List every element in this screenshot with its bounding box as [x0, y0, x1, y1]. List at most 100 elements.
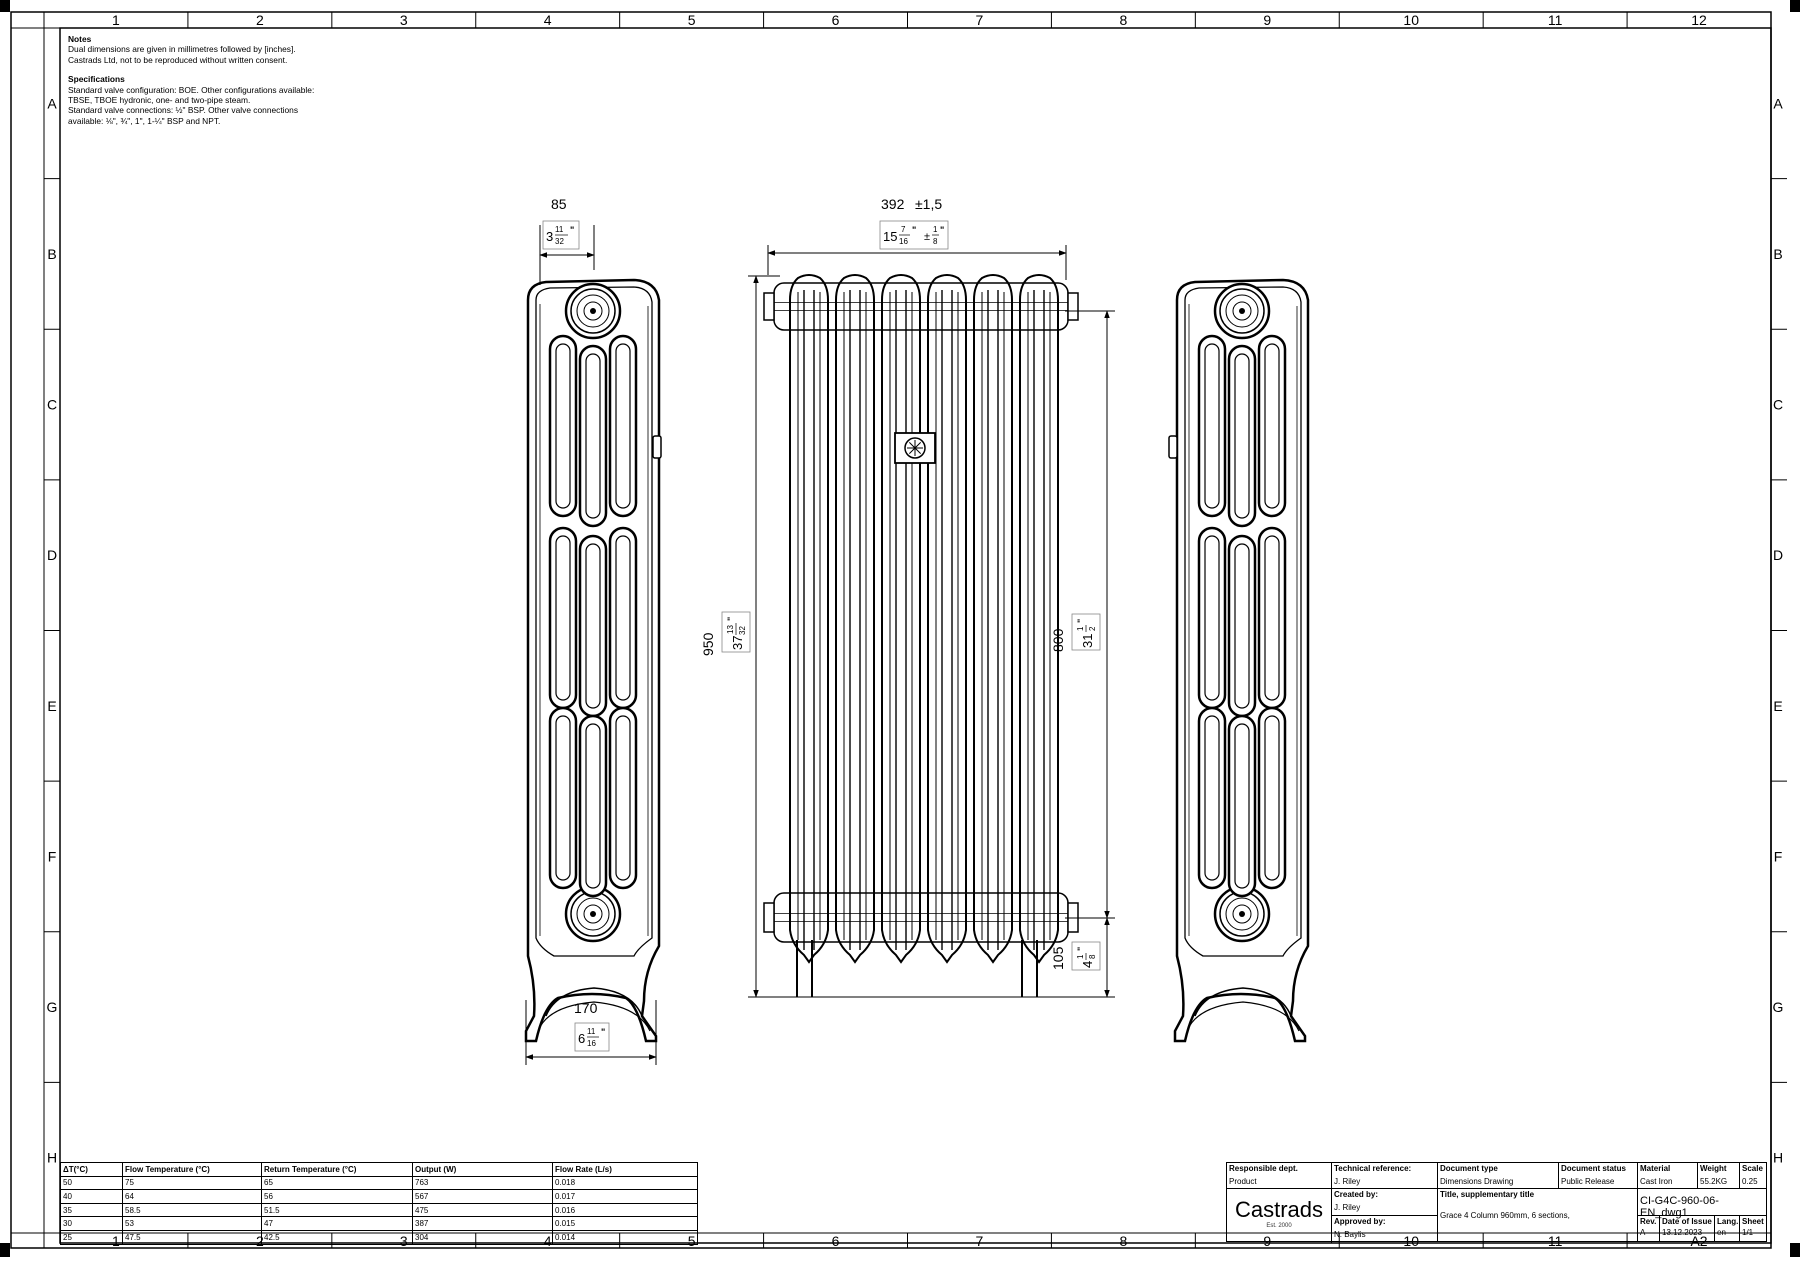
table-cell: 0.015	[552, 1216, 698, 1231]
height-inch-mark: "	[726, 617, 736, 621]
left-side-view	[524, 278, 662, 1043]
revision-cell: Rev.A	[1638, 1216, 1660, 1242]
grid-column-label: 7	[976, 12, 984, 28]
grid-row-label: G	[1773, 999, 1784, 1015]
centres-inch-whole: 31	[1080, 634, 1095, 648]
table-cell: 56	[261, 1189, 413, 1204]
foot-inch-mark: "	[601, 1027, 605, 1037]
dimension-lines	[525, 225, 1115, 1065]
height-inch-num: 13	[726, 625, 735, 634]
width-mm-label: 392	[881, 196, 905, 212]
grid-row-label: F	[1774, 848, 1783, 864]
table-cell: 475	[412, 1202, 553, 1218]
width-inch-den: 16	[899, 237, 908, 246]
grid-row-label: F	[48, 848, 57, 864]
depth-inch-den: 32	[555, 237, 564, 246]
spec-line: Standard valve configuration: BOE. Other…	[68, 84, 315, 95]
height-inch-whole: 37	[730, 636, 745, 650]
notes-line: Castrads Ltd, not to be reproduced witho…	[68, 54, 288, 65]
radiator-section	[881, 274, 921, 964]
castrads-badge-icon	[894, 432, 936, 464]
bottom-mm-label: 105	[1050, 946, 1066, 970]
grid-row-label: A	[1773, 95, 1783, 111]
grid-column-label: 2	[256, 12, 264, 28]
table-cell: 35	[60, 1202, 123, 1218]
centres-inch-den: 2	[1088, 626, 1097, 631]
width-tol-den: 8	[933, 237, 938, 246]
height-mm-label: 950	[700, 632, 716, 656]
width-tol-num: 1	[933, 225, 938, 234]
notes-line: Dual dimensions are given in millimetres…	[68, 44, 296, 55]
castrads-logo: Castrads Est. 2000	[1227, 1189, 1332, 1243]
grid-row-label: E	[47, 698, 56, 714]
table-cell: 42.5	[261, 1229, 413, 1245]
foot-inch-box: 6 11 16 "	[574, 1022, 610, 1052]
bottom-inch-den: 8	[1088, 954, 1097, 959]
bottom-inch-mark: "	[1076, 947, 1086, 951]
table-cell: 304	[412, 1229, 553, 1245]
radiator-section	[789, 274, 829, 964]
foot-inch-whole: 6	[578, 1031, 585, 1046]
grid-row-label: B	[47, 246, 56, 262]
grid-row-label: C	[47, 397, 57, 413]
radiator-section	[1019, 274, 1059, 964]
bottom-inch-whole: 4	[1080, 961, 1095, 968]
grid-row-label: D	[1773, 547, 1783, 563]
table-cell: 0.018	[552, 1175, 698, 1191]
grid-row-label: H	[1773, 1150, 1783, 1166]
table-cell: 50	[60, 1175, 123, 1191]
grid-column-label: 1	[112, 12, 120, 28]
column-header: ΔT(°C)	[60, 1162, 123, 1177]
centres-inch-mark: "	[1076, 619, 1086, 623]
right-side-view	[1168, 278, 1310, 1043]
notes-block: Notes Dual dimensions are given in milli…	[68, 34, 398, 126]
column-header: Output (W)	[412, 1162, 553, 1177]
width-tol-mark: "	[940, 225, 944, 235]
table-cell: 47	[261, 1216, 413, 1231]
language-cell: Lang.en	[1715, 1216, 1740, 1242]
technical-reference-cell: Technical reference:J. Riley	[1332, 1163, 1438, 1189]
width-inch-whole: 15	[883, 229, 897, 244]
grid-column-label: 5	[688, 12, 696, 28]
specifications-title: Specifications	[68, 74, 125, 85]
width-inch-num: 7	[901, 225, 906, 234]
width-inch-mark: "	[912, 225, 916, 235]
grid-column-label: 4	[544, 12, 552, 28]
approved-by-cell: Approved by:N. Baylis	[1332, 1216, 1438, 1242]
width-inch-box: 15 7 16 " ± 1 8 "	[879, 220, 949, 250]
foot-inch-num: 11	[587, 1027, 596, 1036]
grid-column-label: 6	[832, 1233, 840, 1249]
foot-mm-label: 170	[574, 1000, 598, 1016]
depth-inch-whole: 3	[546, 229, 553, 244]
bottom-inch-box: 4 1 8 "	[1071, 941, 1101, 971]
grid-column-label: 9	[1263, 12, 1271, 28]
table-cell: 64	[122, 1189, 262, 1204]
column-header: Flow Rate (L/s)	[552, 1162, 698, 1177]
table-cell: 51.5	[261, 1202, 413, 1218]
title-block: Responsible dept.Product Technical refer…	[1226, 1162, 1767, 1243]
depth-inch-num: 11	[555, 225, 564, 234]
grid-column-label: 11	[1548, 12, 1563, 28]
table-cell: 0.016	[552, 1202, 698, 1218]
table-cell: 25	[60, 1229, 123, 1245]
radiator-section	[927, 274, 967, 964]
centres-mm-label: 800	[1050, 628, 1066, 652]
height-inch-den: 32	[738, 626, 747, 635]
depth-inch-mark: "	[570, 225, 574, 235]
centres-inch-num: 1	[1076, 626, 1085, 631]
flow-rate-table: ΔT(°C) Flow Temperature (°C) Return Temp…	[60, 1162, 698, 1245]
table-cell: 53	[122, 1216, 262, 1231]
